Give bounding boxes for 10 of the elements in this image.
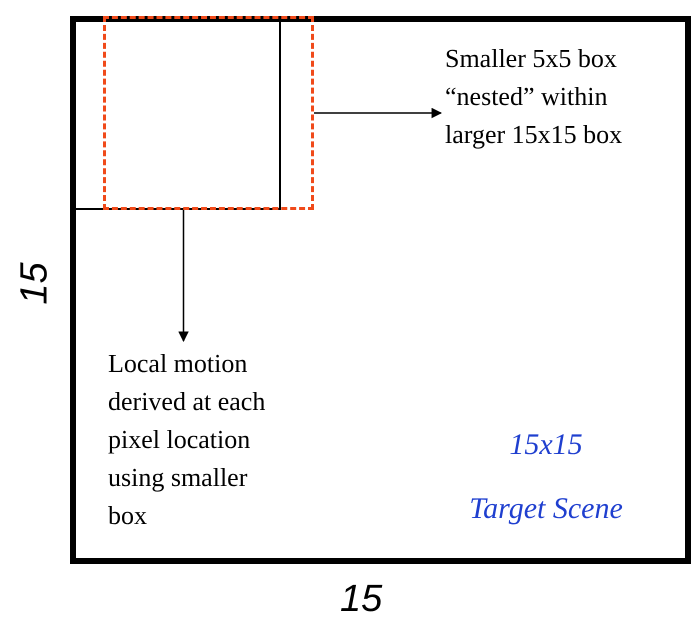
dimension-label: 15 xyxy=(14,262,57,305)
scene-label: Target Scene xyxy=(468,492,624,526)
scene-box xyxy=(70,16,691,564)
dimension-label: 15 xyxy=(340,578,382,621)
annotation-text: Smaller 5x5 box “nested” within larger 15x15 box xyxy=(445,40,663,154)
arrow xyxy=(314,108,442,118)
scene-label: 15x15 xyxy=(508,428,584,462)
dashed-window-box xyxy=(103,16,314,210)
arrow xyxy=(178,210,189,342)
annotation-text: Local motion derived at each pixel location using smaller box xyxy=(108,345,288,535)
